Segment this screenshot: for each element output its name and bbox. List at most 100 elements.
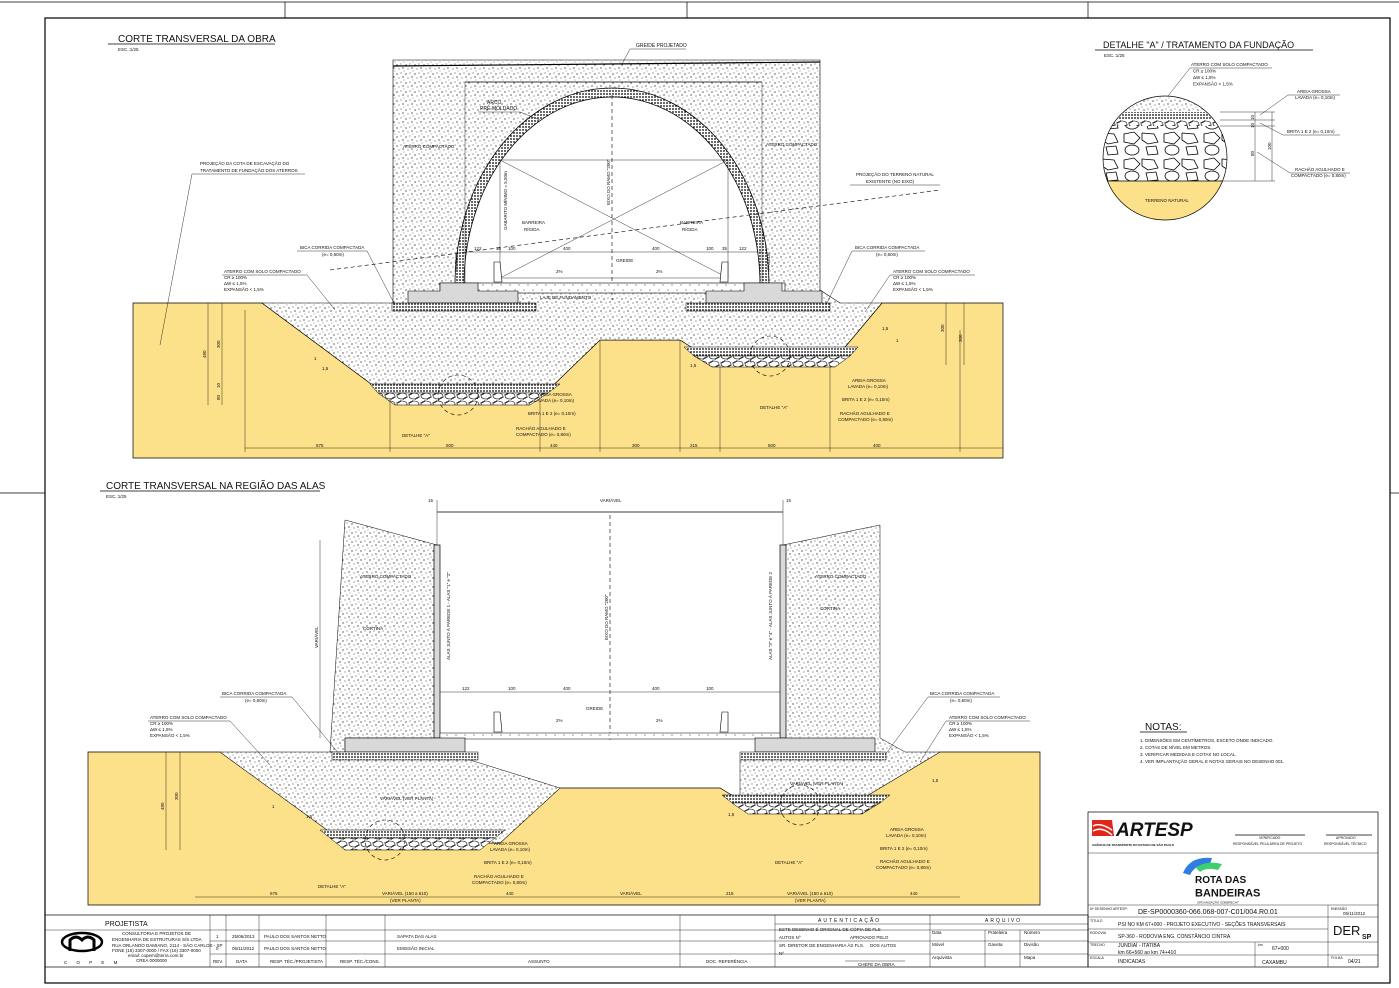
fill-spec-left: ATERRO COM SOLO COMPACTADO CR ≥ 100% ΔW … — [222, 269, 336, 311]
spec-line: ΔW ≤ 1,5% — [150, 727, 172, 732]
detail-a: DETALHE "A" / TRATAMENTO DA FUNDAÇÃO ESC… — [1095, 40, 1350, 221]
spec-line: ATERRO COM SOLO COMPACTADO — [1191, 62, 1268, 67]
dim: 480 — [160, 802, 165, 810]
rev-resp: PAULO DOS SANTOS NETTO — [264, 946, 327, 951]
dim: 122 — [739, 246, 747, 251]
spec-line: ATERRO COM SOLO COMPACTADO — [224, 269, 301, 274]
rev-date: 05/11/2012 — [232, 946, 255, 951]
title-label: TÍTULO — [1090, 919, 1103, 923]
sand-label-2: LAVADA (e= 0,10m) — [1295, 95, 1335, 100]
note-item: 3. VERIFICAR MEDIDAS E COTAS NO LOCAL. — [1140, 752, 1237, 757]
dim-variable: VARIÁVEL (VER PLANTA) — [380, 795, 434, 801]
fill-spec-right: ATERRO COM SOLO COMPACTADO CR ≥ 100% ΔW … — [864, 269, 975, 313]
projetista-label: PROJETISTA — [105, 921, 148, 928]
wall-label-left: PAREDE — [454, 252, 459, 270]
auth-line: ESTE DESENHO É ORIGINAL DE CÓPIA DE FLS — [779, 926, 881, 932]
fill-label-left: ATERRO COMPACTADO — [360, 574, 412, 579]
spec-line: CR ≥ 100% — [224, 275, 247, 280]
fill-label-right: ATERRO COMPACTADO — [766, 142, 818, 147]
dim: 80 — [216, 394, 221, 400]
bica-label-right: BICA CORRIDA COMPACTADA — [930, 691, 994, 696]
dim: 400 — [563, 686, 571, 691]
barrier-label-left: BARREIRA — [522, 220, 545, 225]
company-line: FONE (16) 3307-0000 / FAX (16) 3307-0000 — [112, 948, 201, 953]
company-line: CONSULTORIA E PROJETOS DE — [122, 931, 191, 936]
curtain-label-right: CORTINA — [820, 606, 840, 611]
footing-left — [344, 737, 466, 753]
highway-label: RODOVIA — [1090, 931, 1107, 935]
dim: 35 — [496, 246, 502, 251]
dim: 400 — [652, 686, 660, 691]
approved-sub: RESPONSÁVEL TÉCNICO — [1324, 841, 1367, 846]
verified-sub: RESPONSÁVEL PELA ÁREA DE PROJETO — [1233, 842, 1303, 846]
slab-label: LAJE DE FUNDAMENTO — [540, 295, 592, 300]
barrier-label-left-2: RÍGIDA — [524, 226, 540, 232]
fill-label-right: ATERRO COMPACTADO — [815, 574, 867, 579]
dim-variable: (VER PLANTA) — [795, 898, 826, 903]
gravel-label: BRITA 1 E 2 (e= 0,10m) — [1287, 129, 1335, 134]
rock-label-2: COMPACTADO (e= 0,80m) — [516, 432, 571, 437]
spec-line: EXPANSÃO < 1,5% — [893, 286, 933, 292]
artesp-wordmark: ARTESP — [1115, 820, 1193, 841]
curtain-label-left: CORTINA — [363, 626, 383, 631]
sand-label-2: LAVADA (e= 0,10m) — [490, 847, 530, 852]
axis-label: EIXO DO RAMO "200" — [604, 594, 609, 640]
spec-line: EXPANSÃO < 1,5% — [949, 732, 989, 738]
spec-line: CR ≥ 100% — [949, 721, 972, 726]
rock-label: RACHÃO AGULHADO E — [474, 873, 524, 879]
rev-date: 25/06/2013 — [232, 934, 255, 939]
drawing-number: DE-SP0000360-066.068-007-C01/004.R0.01 — [1138, 909, 1278, 916]
dim: 80 — [1250, 150, 1255, 156]
company-line: RUA ORLANDO DAMIANO, 2114 - SÃO CARLOS -… — [112, 942, 222, 948]
slope-v: 1 — [314, 356, 317, 361]
gravel-label: BRITA 1 E 2 (e= 0,10m) — [842, 397, 890, 402]
section-scale: ESC.:1/25 — [106, 494, 127, 499]
rev-subject: EMISSÃO INICIAL — [397, 945, 435, 951]
spec-line: EXPANSÃO < 1,5% — [1193, 81, 1233, 87]
spec-line: EXPANSÃO < 1,5% — [150, 732, 190, 738]
note-item: 1. DIMENSÕES EM CENTÍMETROS, EXCETO ONDE… — [1140, 737, 1274, 743]
footing-right — [754, 737, 876, 753]
issue-date: 05/11/2012 — [1343, 911, 1366, 916]
auth-line: SR. DIRETOR DE ENGENHARIA ÀS FLS. — [779, 942, 864, 948]
auth-line: AUTOS Nº — [779, 935, 801, 940]
notes-title: NOTAS: — [1145, 722, 1181, 733]
greide-label: GREIDE PROJETADO — [636, 43, 687, 49]
sheet-label: FOLHA — [1331, 956, 1343, 960]
wing-label-left: ALAS JUNTO À PAREDE 1 - ALAS "1" e "2" — [445, 572, 451, 660]
archive-header: ARQUIVO — [985, 918, 1022, 924]
section-scale: ESC.:1/25 — [118, 47, 139, 52]
dim-variable: VARIÁVEL (150 a 610) — [787, 890, 833, 896]
dim: 440 — [910, 891, 918, 896]
bica-label-left: BICA CORRIDA COMPACTADA — [222, 691, 286, 696]
dim: 100 — [706, 686, 714, 691]
detail-a-ref: DETALHE "A" — [402, 433, 430, 438]
auth-line: APROVADO PELO — [850, 935, 889, 940]
spec-line: CR ≥ 100% — [893, 275, 916, 280]
footing-right — [705, 282, 823, 304]
title-block-left: PROJETISTA C O P E M CONSULTORIA E PROJE… — [44, 914, 1089, 968]
archive-field: Divisão — [1024, 942, 1039, 947]
dim: 440 — [506, 891, 514, 896]
fill-spec-left: ATERRO COM SOLO COMPACTADO CR ≥ 100% ΔW … — [148, 715, 271, 766]
drawing-number-label: Nº DESENHO ARTESP: — [1090, 907, 1128, 911]
dim: 300 — [632, 443, 640, 448]
dim-variable: VARIÁVEL (150 a 610) — [382, 890, 428, 896]
footing-left — [407, 282, 519, 304]
dim: 122 — [462, 686, 470, 691]
header-resp: RESP. TÉC./PROJETISTA — [270, 958, 323, 964]
dim: 215 — [726, 891, 734, 896]
notes: NOTAS: 1. DIMENSÕES EM CENTÍMETROS, EXCE… — [1140, 722, 1284, 764]
km-value: 67+000 — [1272, 946, 1289, 952]
detail-a-ref: DETALHE "A" — [760, 405, 788, 410]
dim: 300 — [174, 792, 179, 800]
header-doc-ref: DOC. REFERÊNCIA — [706, 957, 748, 964]
dim: 10 — [1250, 122, 1255, 128]
dim-variable: VARIÁVEL (VER PLANTA) — [790, 780, 844, 786]
spec-line: EXPANSÃO < 1,5% — [224, 286, 264, 292]
wing-label-right: ALAS "3" e "4" - ALAS JUNTO À PAREDE 2 — [767, 571, 773, 660]
note-item: 2. COTAS DE NÍVEL EM METROS. — [1140, 744, 1212, 750]
wall-label-right: PAREDE — [766, 252, 771, 270]
spec-line: ATERRO COM SOLO COMPACTADO — [893, 269, 970, 274]
